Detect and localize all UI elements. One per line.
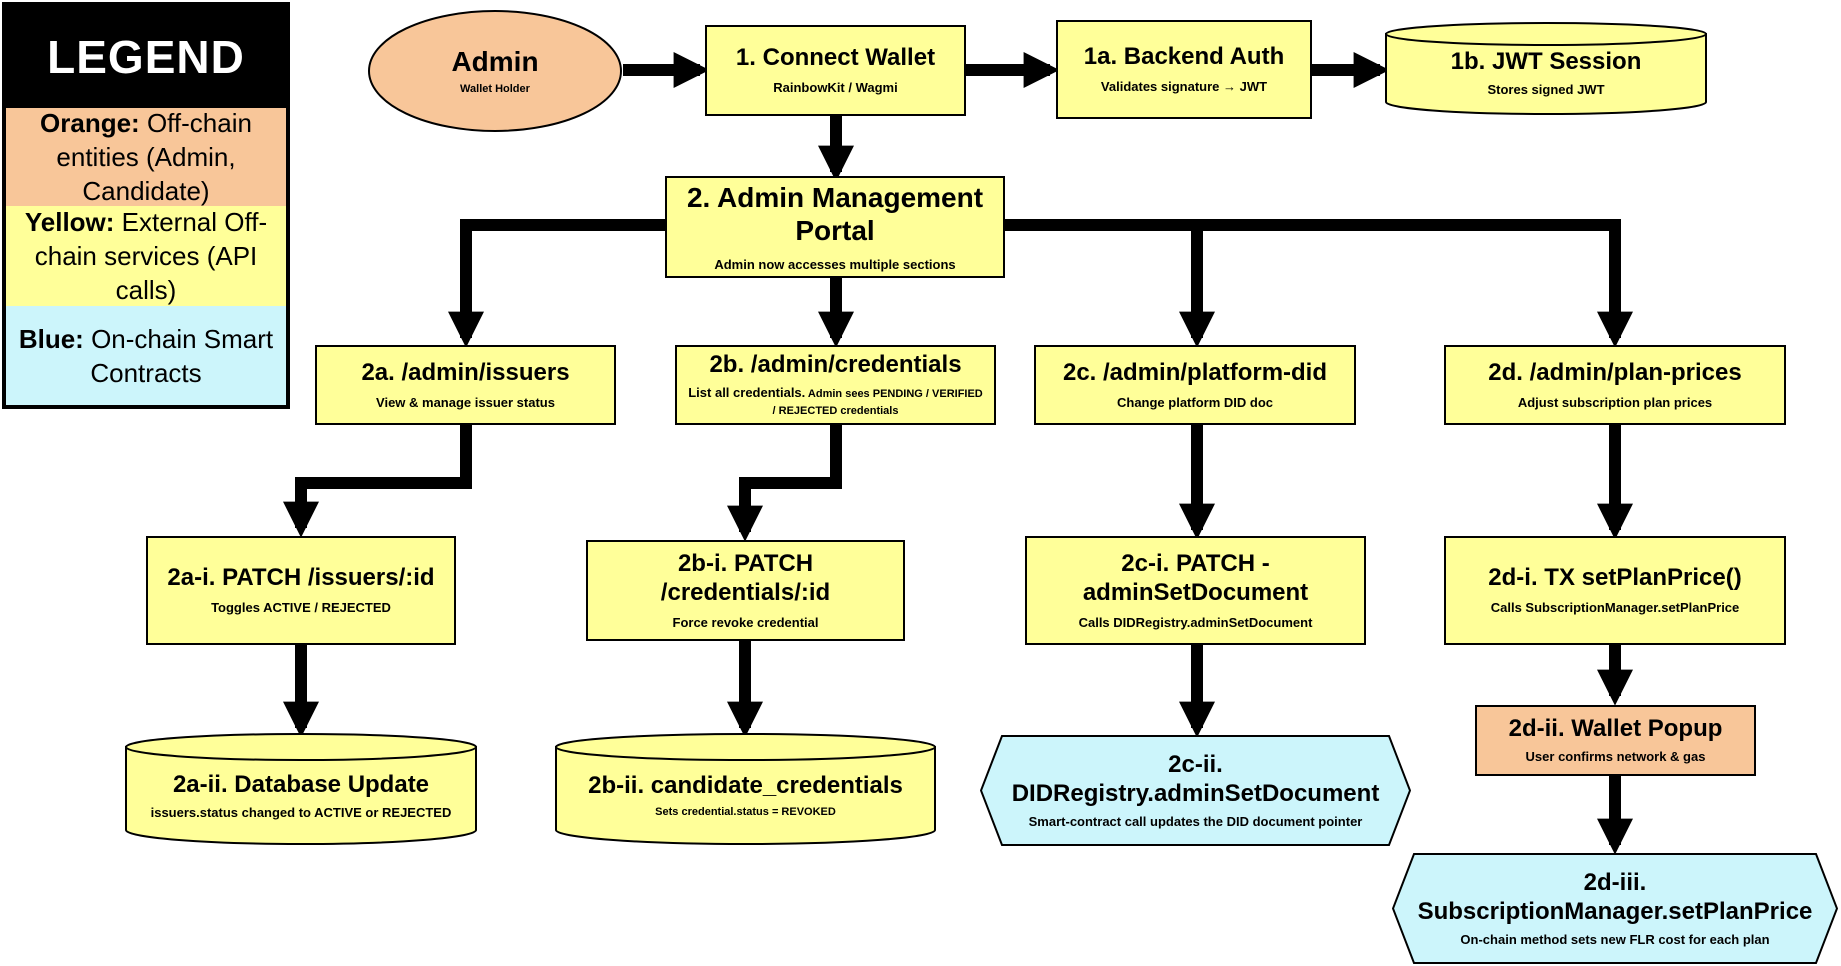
node-subtitle: Wallet Holder — [460, 83, 530, 96]
node-title: 1b. JWT Session — [1450, 47, 1642, 75]
node-title: 2c. /admin/platform-did — [1062, 358, 1328, 386]
ellipse-shape — [368, 10, 622, 132]
node-title: 2d. /admin/plan-prices — [1488, 358, 1742, 386]
node-title: 2a-i. PATCH /issuers/:id — [167, 564, 435, 592]
node-admin-credentials: 2b. /admin/credentials List all credenti… — [675, 345, 996, 425]
node-subtitle: List all credentials. Admin sees PENDING… — [686, 384, 986, 420]
arrow-issuers-patch — [283, 425, 472, 538]
node-title: 2c-ii. DIDRegistry.adminSetDocument — [1011, 750, 1380, 807]
legend-text: Off-chain entities (Admin, Candidate) — [56, 108, 252, 206]
node-title: 2. Admin Management Portal — [686, 181, 984, 247]
subtitle-main: List all credentials. — [688, 384, 806, 400]
node-subtitle: View & manage issuer status — [376, 394, 555, 410]
node-subscription-manager: 2d-iii. SubscriptionManager.setPlanPrice… — [1392, 853, 1838, 964]
node-subtitle: User confirms network & gas — [1525, 749, 1706, 765]
legend-key: Blue: — [18, 323, 84, 354]
node-subtitle: Sets credential.status = REVOKED — [655, 805, 836, 818]
node-admin-plan-prices: 2d. /admin/plan-prices Adjust subscripti… — [1444, 345, 1786, 425]
node-subtitle: issuers.status changed to ACTIVE or REJE… — [150, 804, 452, 820]
legend-key: Yellow: — [24, 207, 115, 237]
node-title: 1. Connect Wallet — [735, 44, 936, 72]
node-subtitle: Adjust subscription plan prices — [1517, 394, 1713, 410]
cylinder-shape — [555, 733, 936, 845]
node-wallet-popup: 2d-ii. Wallet Popup User confirms networ… — [1475, 705, 1756, 776]
node-subtitle: Smart-contract call updates the DID docu… — [1028, 813, 1363, 829]
node-patch-issuers: 2a-i. PATCH /issuers/:id Toggles ACTIVE … — [146, 536, 456, 645]
node-title: 2d-iii. SubscriptionManager.setPlanPrice — [1417, 868, 1813, 925]
node-subtitle: Force revoke credential — [672, 614, 819, 630]
node-title: 2a. /admin/issuers — [361, 358, 570, 386]
node-admin-portal: 2. Admin Management Portal Admin now acc… — [665, 176, 1005, 278]
node-subtitle: Admin now accesses multiple sections — [714, 256, 956, 272]
node-patch-admin-set-document: 2c-i. PATCH - adminSetDocument Calls DID… — [1025, 536, 1366, 645]
node-subtitle: RainbowKit / Wagmi — [773, 80, 898, 96]
legend-key: Orange: — [40, 108, 140, 138]
node-title: 2c-i. PATCH - adminSetDocument — [1082, 549, 1309, 606]
node-title: 2a-ii. Database Update — [172, 770, 430, 798]
arrow-portal-platform — [1005, 219, 1215, 348]
node-admin-platform-did: 2c. /admin/platform-did Change platform … — [1034, 345, 1356, 425]
node-database-update: 2a-ii. Database Update issuers.status ch… — [125, 733, 477, 845]
node-connect-wallet: 1. Connect Wallet RainbowKit / Wagmi — [705, 25, 966, 116]
node-subtitle: Toggles ACTIVE / REJECTED — [211, 600, 391, 616]
hexagon-shape — [1392, 853, 1838, 964]
legend-row-yellow: Yellow: External Off-chain services (API… — [6, 206, 286, 306]
legend-text: External Off-chain services (API calls) — [34, 207, 268, 305]
arrow-portal-plan — [1197, 219, 1633, 348]
node-title: 2b-i. PATCH /credentials/:id — [660, 549, 831, 606]
node-backend-auth: 1a. Backend Auth Validates signature → J… — [1056, 20, 1312, 119]
node-title: 2d-i. TX setPlanPrice() — [1488, 564, 1742, 592]
node-tx-set-plan-price: 2d-i. TX setPlanPrice() Calls Subscripti… — [1444, 536, 1786, 645]
legend-row-orange: Orange: Off-chain entities (Admin, Candi… — [6, 108, 286, 206]
hexagon-shape — [980, 735, 1411, 846]
node-admin-issuers: 2a. /admin/issuers View & manage issuer … — [315, 345, 616, 425]
legend-text: On-chain Smart Contracts — [83, 323, 274, 388]
node-candidate-credentials: 2b-ii. candidate_credentials Sets creden… — [555, 733, 936, 845]
legend: LEGEND Orange: Off-chain entities (Admin… — [2, 2, 290, 409]
node-title: 2d-ii. Wallet Popup — [1508, 715, 1723, 743]
node-subtitle: Stores signed JWT — [1487, 81, 1605, 97]
cylinder-shape — [1385, 22, 1707, 115]
node-subtitle: Calls SubscriptionManager.setPlanPrice — [1490, 600, 1740, 616]
node-admin: Admin Wallet Holder — [367, 9, 623, 133]
node-did-registry: 2c-ii. DIDRegistry.adminSetDocument Smar… — [980, 735, 1411, 846]
node-title: 2b-ii. candidate_credentials — [588, 772, 903, 800]
node-subtitle: Calls DIDRegistry.adminSetDocument — [1078, 614, 1313, 630]
node-title: 2b. /admin/credentials — [709, 350, 962, 378]
node-patch-credentials: 2b-i. PATCH /credentials/:id Force revok… — [586, 540, 905, 641]
subtitle-detail: Admin sees PENDING / VERIFIED / REJECTED… — [772, 387, 983, 418]
node-subtitle: Validates signature → JWT — [1100, 79, 1268, 95]
arrow-credentials-patch — [727, 425, 842, 542]
legend-row-blue: Blue: On-chain Smart Contracts — [6, 306, 286, 405]
arrow-portal-issuers — [448, 219, 665, 348]
node-subtitle: On-chain method sets new FLR cost for ea… — [1460, 931, 1770, 947]
node-title: Admin — [451, 45, 539, 77]
node-jwt-session: 1b. JWT Session Stores signed JWT — [1385, 22, 1707, 116]
node-subtitle: Change platform DID doc — [1116, 394, 1273, 410]
legend-title: LEGEND — [47, 31, 245, 83]
node-title: 1a. Backend Auth — [1083, 43, 1285, 71]
cylinder-shape — [125, 733, 477, 845]
